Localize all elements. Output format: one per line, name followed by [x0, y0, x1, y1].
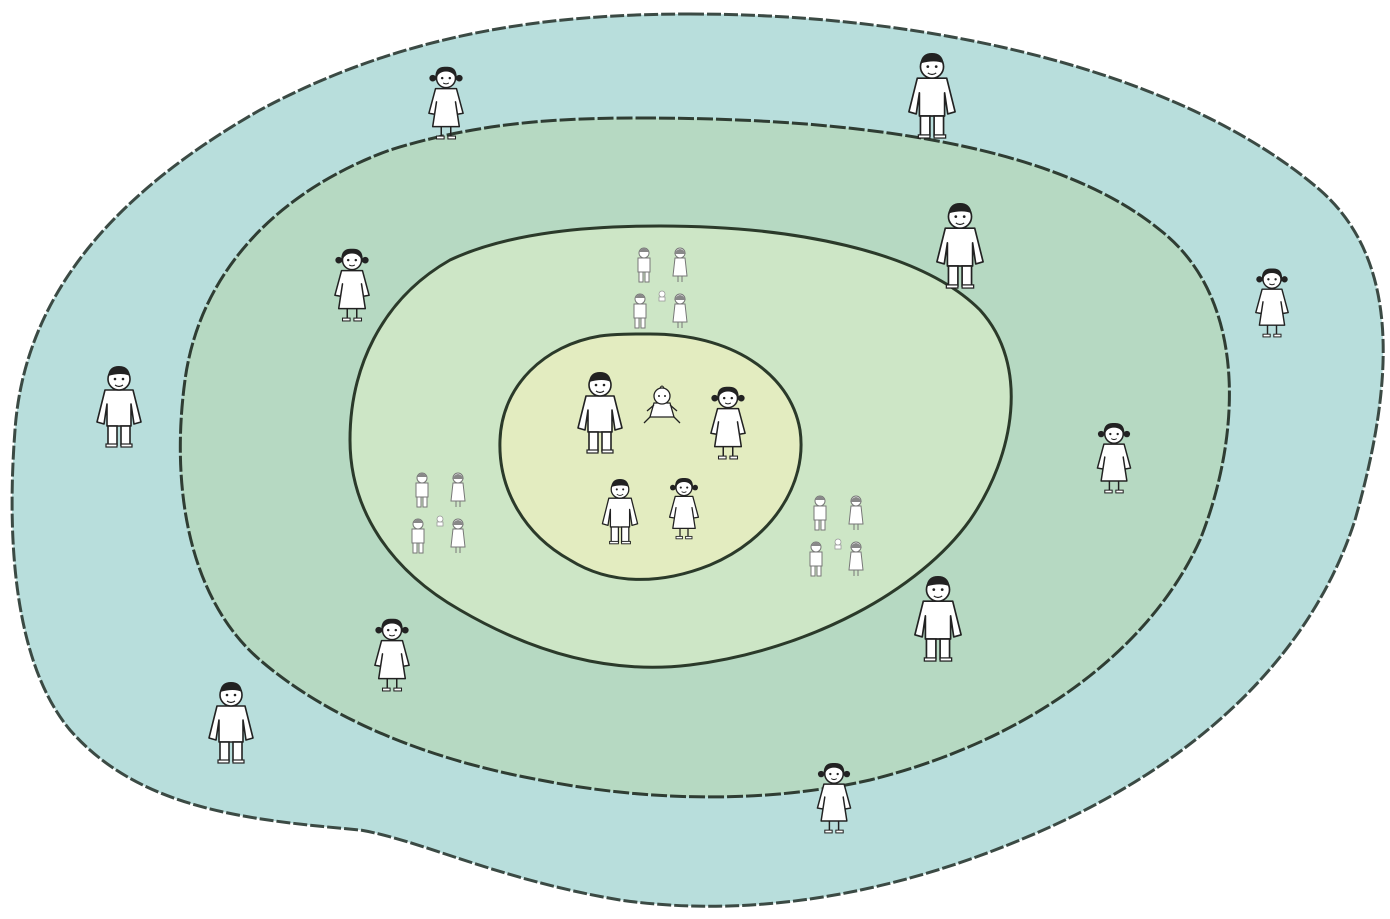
social-circles-diagram	[10, 12, 1385, 908]
diagram-canvas	[10, 12, 1385, 908]
